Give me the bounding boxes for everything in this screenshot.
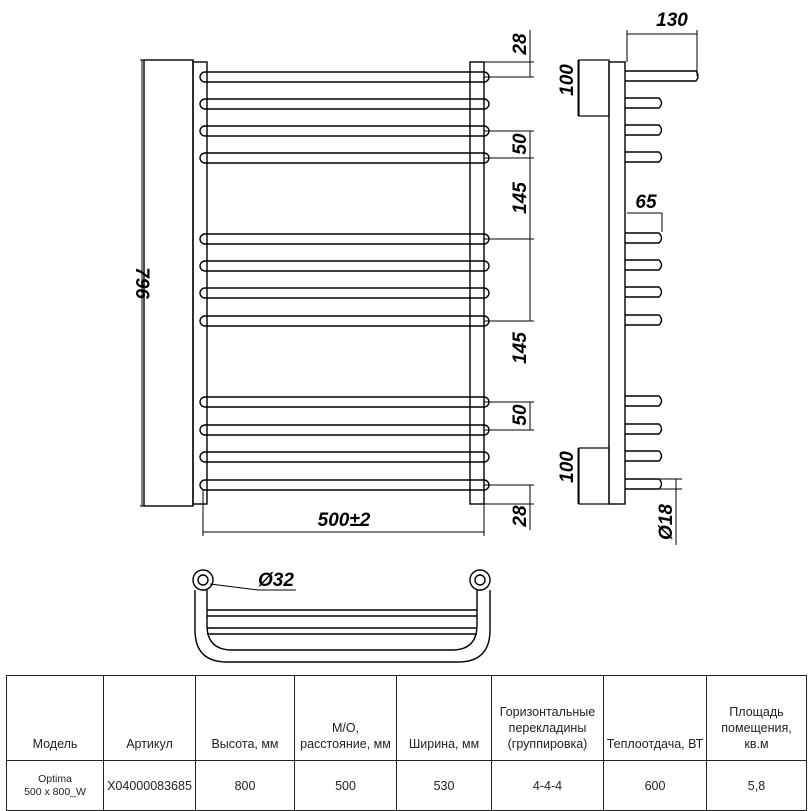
- table-header-row: Модель Артикул Высота, мм М/О, расстояни…: [6, 675, 807, 761]
- cell-height: 800: [195, 760, 295, 811]
- cell-heat-output: 600: [603, 760, 707, 811]
- cell-bars: 4-4-4: [491, 760, 604, 811]
- side-dimensions: [577, 30, 698, 545]
- top-view: [192, 569, 491, 663]
- diameter-leader: [209, 583, 259, 591]
- bar: [199, 479, 490, 491]
- header-model: Модель: [6, 675, 104, 761]
- dim-group-top: 145: [510, 182, 531, 214]
- bar-stubs: [625, 70, 699, 490]
- dim-pipe: Ø18: [656, 504, 677, 540]
- cell-axis-distance: 500: [294, 760, 397, 811]
- left-post: [192, 61, 208, 505]
- header-article: Артикул: [103, 675, 196, 761]
- spacing-dimensions: [484, 30, 534, 530]
- dim-top: 28: [510, 33, 531, 56]
- dim-gap-bottom: 50: [510, 404, 531, 426]
- bar: [199, 233, 490, 245]
- dim-depth: 130: [656, 10, 688, 31]
- bar: [199, 125, 490, 137]
- bar: [199, 315, 490, 327]
- front-view: [140, 30, 534, 536]
- dim-diameter: Ø32: [258, 570, 294, 591]
- side-wall-plate: [608, 61, 626, 505]
- model-name: Optima: [38, 772, 72, 785]
- bar: [199, 287, 490, 299]
- side-view: [577, 30, 699, 545]
- horizontal-bars: [199, 71, 490, 491]
- dim-bracket-top: 100: [557, 64, 578, 96]
- side-bracket-bottom: [578, 447, 610, 505]
- header-axis-distance: М/О, расстояние, мм: [294, 675, 397, 761]
- cell-width: 530: [396, 760, 492, 811]
- cell-model: Optima 500 x 800_W: [6, 760, 104, 811]
- bar: [199, 396, 490, 408]
- header-height: Высота, мм: [195, 675, 295, 761]
- dim-bottom: 28: [510, 505, 531, 528]
- dim-gap-top: 50: [510, 133, 531, 155]
- bar: [199, 424, 490, 436]
- model-size: 500 x 800_W: [24, 785, 86, 798]
- u-frame-outer: [194, 590, 491, 663]
- header-width: Ширина, мм: [396, 675, 492, 761]
- spec-table: Модель Артикул Высота, мм М/О, расстояни…: [6, 675, 807, 811]
- cell-article: Х04000083685: [103, 760, 196, 811]
- header-heat-output: Теплоотдача, ВТ: [603, 675, 707, 761]
- header-bars: Горизонтальные перекладины (группировка): [491, 675, 604, 761]
- dim-short-bar: 65: [635, 192, 657, 213]
- width-dimension: [202, 490, 485, 536]
- table-row: Optima 500 x 800_W Х04000083685 800 500 …: [6, 760, 807, 811]
- pipe-end-left: [192, 569, 214, 591]
- bar: [199, 260, 490, 272]
- dim-group-bottom: 145: [510, 332, 531, 364]
- side-bracket-top: [578, 59, 610, 117]
- right-post: [469, 61, 485, 505]
- cell-area: 5,8: [706, 760, 807, 811]
- dim-bracket-bottom: 100: [557, 451, 578, 483]
- bar: [199, 152, 490, 164]
- bar: [199, 98, 490, 110]
- height-dimension: [140, 59, 190, 507]
- dim-total-height: 796: [131, 267, 152, 299]
- dim-width: 500±2: [318, 510, 371, 531]
- pipe-end-right: [469, 569, 491, 591]
- u-frame-inner: [206, 590, 478, 651]
- bar: [199, 71, 490, 83]
- bar: [199, 451, 490, 463]
- header-area: Площадь помещения, кв.м: [706, 675, 807, 761]
- technical-drawing: 796 500±2 28 50 145 145 50 28: [131, 10, 699, 663]
